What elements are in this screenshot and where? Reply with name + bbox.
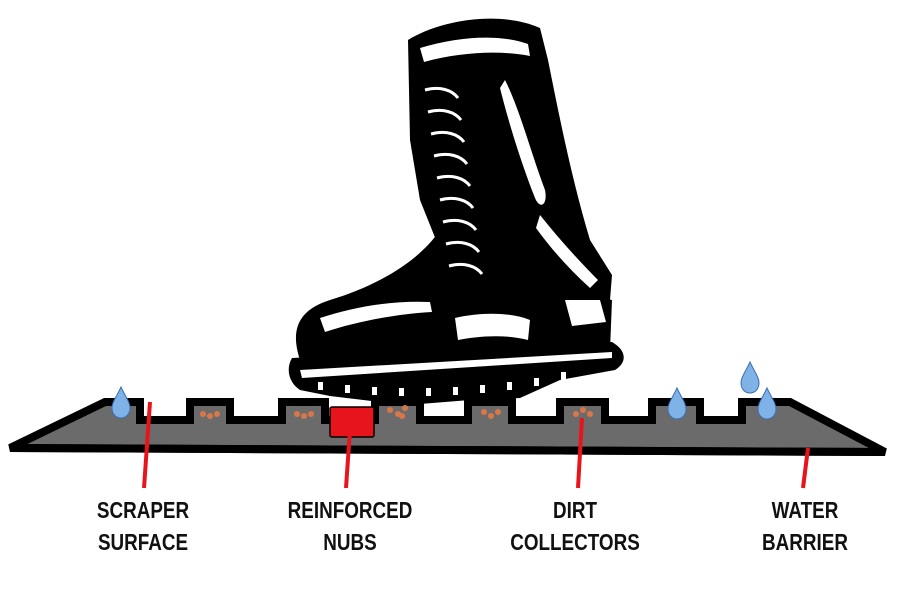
label-line: SURFACE <box>97 529 189 555</box>
label-dirt-collectors: DIRT COLLECTORS <box>493 494 657 558</box>
dirt-particle <box>495 409 501 415</box>
label-scraper-surface: SCRAPER SURFACE <box>61 494 225 558</box>
dirt-particle <box>402 405 408 411</box>
dirt-particle <box>399 413 405 419</box>
boot-shaft <box>408 18 612 300</box>
water-drops <box>111 360 777 420</box>
boot-highlight <box>565 300 606 326</box>
water-drop <box>111 385 131 419</box>
reinforced-nub <box>329 406 375 438</box>
boot-tread <box>507 382 512 390</box>
dirt-particle <box>207 413 213 419</box>
dirt-particle <box>587 411 593 417</box>
label-reinforced-nubs: REINFORCED NUBS <box>268 494 432 558</box>
label-line: REINFORCED <box>287 497 413 523</box>
dirt-particle <box>488 413 494 419</box>
water-drop <box>757 386 777 420</box>
boot-tread <box>399 388 404 396</box>
label-water-barrier: WATER BARRIER <box>723 494 887 558</box>
boot-tread <box>345 385 350 393</box>
dirt-particle <box>214 411 220 417</box>
dirt-particle <box>573 411 579 417</box>
leader-line-dirt <box>576 417 584 489</box>
leader-lines <box>142 401 810 489</box>
mat-cross-section <box>8 398 887 456</box>
label-line: NUBS <box>323 529 377 555</box>
label-line: COLLECTORS <box>510 529 640 555</box>
label-line: SCRAPER <box>96 497 190 523</box>
mat-body <box>8 398 887 456</box>
boot-highlight <box>420 37 530 62</box>
boot-highlight <box>320 301 432 332</box>
water-drop <box>667 386 687 420</box>
boot-tread <box>480 385 485 393</box>
boot-laces <box>424 86 484 275</box>
boot-tread <box>318 382 323 390</box>
water-drop <box>740 360 760 394</box>
leader-line-water <box>801 447 810 489</box>
leader-line-scraper <box>142 401 152 489</box>
boot-tread <box>453 387 458 395</box>
dirt-particle <box>294 411 300 417</box>
dirt-particle <box>481 409 487 415</box>
boot-highlight <box>455 313 530 340</box>
dirt-particle <box>387 407 393 413</box>
dirt-particles <box>200 405 593 419</box>
boot-highlight <box>300 352 612 378</box>
boot-tread <box>561 372 566 380</box>
label-line: WATER <box>771 497 839 523</box>
label-line: BARRIER <box>762 529 848 555</box>
boot-toe <box>295 230 612 360</box>
boot-tread <box>426 388 431 396</box>
leader-line-nubs <box>344 429 352 489</box>
dirt-particle <box>580 407 586 413</box>
boot-illustration <box>288 18 624 404</box>
boot-highlight <box>500 80 546 205</box>
boot-tread <box>534 378 539 386</box>
boot-tread <box>372 387 377 395</box>
boot-highlight <box>536 215 598 288</box>
dirt-particle <box>308 411 314 417</box>
dirt-particle <box>301 413 307 419</box>
dirt-particle <box>200 411 206 417</box>
mat-base-line <box>9 444 886 456</box>
label-line: DIRT <box>552 497 597 523</box>
